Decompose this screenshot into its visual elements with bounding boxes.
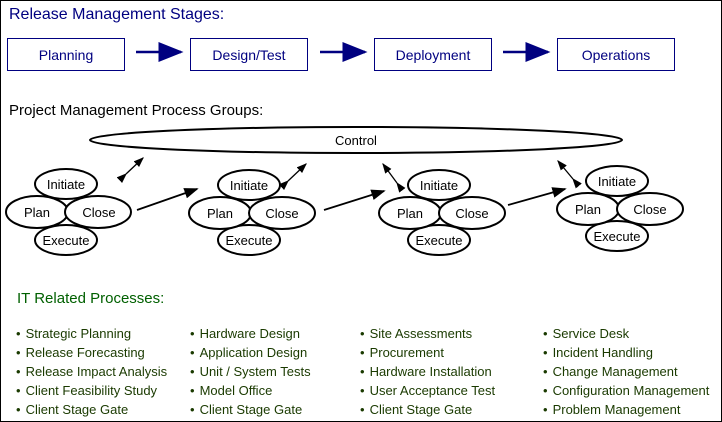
- stage-deployment-box: Deployment: [374, 38, 492, 71]
- close-oval: [248, 196, 316, 230]
- control-ellipse: [89, 126, 623, 154]
- execute-oval: [217, 224, 281, 256]
- it-process-column-2: •Hardware Design •Application Design •Un…: [190, 324, 311, 419]
- plan-label: Plan: [575, 202, 601, 217]
- execute-oval: [407, 224, 471, 256]
- stage-design-test-box: Design/Test: [190, 38, 308, 71]
- initiate-oval: [34, 168, 98, 200]
- list-item: •Strategic Planning: [16, 326, 132, 341]
- control-link-1: [116, 157, 144, 184]
- list-item: •Client Feasibility Study: [16, 383, 158, 398]
- initiate-label: Initiate: [230, 178, 268, 193]
- list-item: •Change Management: [543, 364, 678, 379]
- stage-planning-box: Planning: [7, 38, 125, 71]
- group-flow-arrow-3: [507, 187, 567, 206]
- close-label: Close: [633, 202, 666, 217]
- list-item: •User Acceptance Test: [360, 383, 496, 398]
- it-process-column-4: •Service Desk •Incident Handling •Change…: [543, 324, 709, 419]
- control-link-2: [278, 163, 307, 191]
- it-process-column-1: •Strategic Planning •Release Forecasting…: [16, 324, 167, 419]
- list-item: •Client Stage Gate: [190, 402, 303, 417]
- control-link-3: [382, 162, 406, 193]
- list-item: •Hardware Design: [190, 326, 300, 341]
- list-item: •Client Stage Gate: [16, 402, 129, 417]
- control-label: Control: [335, 133, 377, 148]
- list-item: •Release Impact Analysis: [16, 364, 168, 379]
- group-flow-arrow-1: [136, 188, 199, 211]
- group-flow-arrow-2: [323, 189, 386, 211]
- initiate-label: Initiate: [47, 177, 85, 192]
- close-label: Close: [455, 206, 488, 221]
- initiate-oval: [585, 165, 649, 197]
- list-item: •Hardware Installation: [360, 364, 492, 379]
- initiate-oval: [217, 169, 281, 201]
- execute-label: Execute: [416, 233, 463, 248]
- list-item: •Release Forecasting: [16, 345, 145, 360]
- list-item: •Configuration Management: [543, 383, 710, 398]
- close-oval: [438, 196, 506, 230]
- release-stages-heading: Release Management Stages:: [9, 6, 225, 23]
- execute-label: Execute: [226, 233, 273, 248]
- process-group-2: Initiate Execute Plan Close: [188, 169, 316, 256]
- process-group-3: Initiate Execute Plan Close: [378, 169, 506, 256]
- pm-process-groups-heading: Project Management Process Groups:: [9, 102, 264, 119]
- execute-label: Execute: [43, 233, 90, 248]
- process-group-4: Initiate Execute Plan Close: [556, 165, 684, 252]
- close-oval: [616, 192, 684, 226]
- list-item: •Procurement: [360, 345, 444, 360]
- initiate-label: Initiate: [420, 178, 458, 193]
- plan-label: Plan: [24, 205, 50, 220]
- list-item: •Incident Handling: [543, 345, 654, 360]
- list-item: •Site Assessments: [360, 326, 473, 341]
- list-item: •Client Stage Gate: [360, 402, 473, 417]
- list-item: •Service Desk: [543, 326, 630, 341]
- it-process-column-3: •Site Assessments •Procurement •Hardware…: [360, 324, 495, 419]
- list-item: •Problem Management: [543, 402, 681, 417]
- list-item: •Unit / System Tests: [190, 364, 311, 379]
- process-group-1: Initiate Execute Plan Close: [5, 168, 132, 256]
- list-item: •Model Office: [190, 383, 273, 398]
- close-label: Close: [265, 206, 298, 221]
- process-groups-diagram: Control Initiate Execute Plan Close Init…: [5, 42, 684, 256]
- initiate-label: Initiate: [598, 174, 636, 189]
- close-label: Close: [82, 205, 115, 220]
- control-link-4: [557, 160, 582, 189]
- initiate-oval: [407, 169, 471, 201]
- stage-operations-box: Operations: [557, 38, 675, 71]
- plan-label: Plan: [397, 206, 423, 221]
- plan-label: Plan: [207, 206, 233, 221]
- close-oval: [64, 195, 132, 229]
- list-item: •Application Design: [190, 345, 308, 360]
- execute-oval: [585, 220, 649, 252]
- execute-oval: [34, 224, 98, 256]
- execute-label: Execute: [594, 229, 641, 244]
- it-processes-heading: IT Related Processes:: [17, 290, 165, 307]
